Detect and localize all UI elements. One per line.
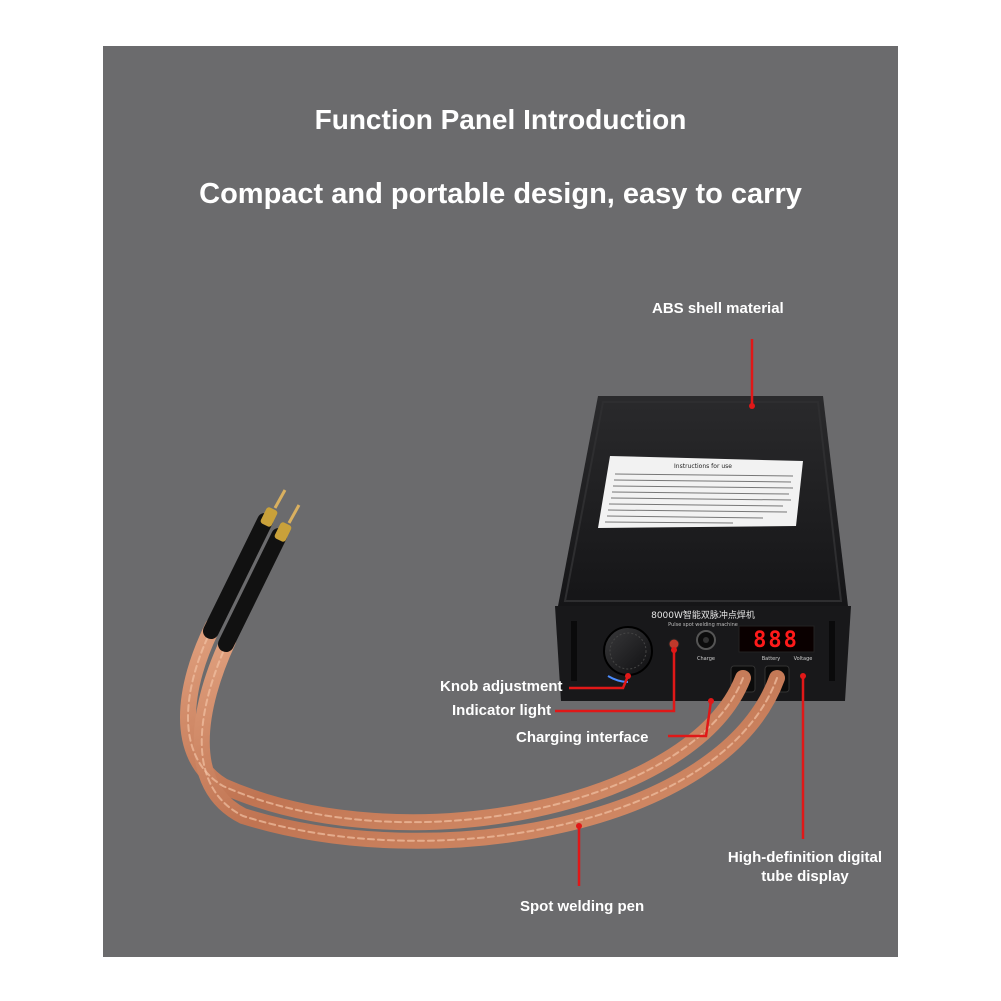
product-image: Instructions for use 8000W智能双脉冲点焊机 Pulse… [103, 46, 898, 957]
callout-display: High-definition digital tube display [727, 849, 883, 885]
model-sublabel: Pulse spot welding machine [668, 622, 738, 628]
page-subtitle: Compact and portable design, easy to car… [199, 178, 802, 210]
callout-charging: Charging interface [516, 729, 649, 746]
display-digits: 888 [753, 628, 799, 653]
charge-label: Charge [697, 656, 715, 662]
callout-indicator: Indicator light [452, 702, 552, 719]
callout-pen: Spot welding pen [520, 898, 645, 915]
instruction-sticker: Instructions for use [598, 456, 803, 528]
charging-port[interactable] [696, 630, 716, 650]
callout-lines [555, 339, 805, 886]
instructions-title: Instructions for use [674, 463, 732, 470]
page-title: Function Panel Introduction [314, 104, 687, 135]
callout-abs-shell: ABS shell material [652, 300, 784, 317]
welding-pen-left[interactable] [203, 489, 287, 639]
callout-dots [576, 403, 806, 829]
battery-label: Battery [762, 656, 781, 662]
digital-display: 888 [738, 625, 815, 653]
copper-cables [180, 618, 785, 849]
callout-knob: Knob adjustment [440, 678, 563, 695]
voltage-label: Voltage [794, 656, 813, 662]
welding-pen-right[interactable] [218, 504, 301, 652]
model-label: 8000W智能双脉冲点焊机 [651, 609, 755, 621]
product-illustration: Instructions for use 8000W智能双脉冲点焊机 Pulse… [180, 339, 851, 886]
